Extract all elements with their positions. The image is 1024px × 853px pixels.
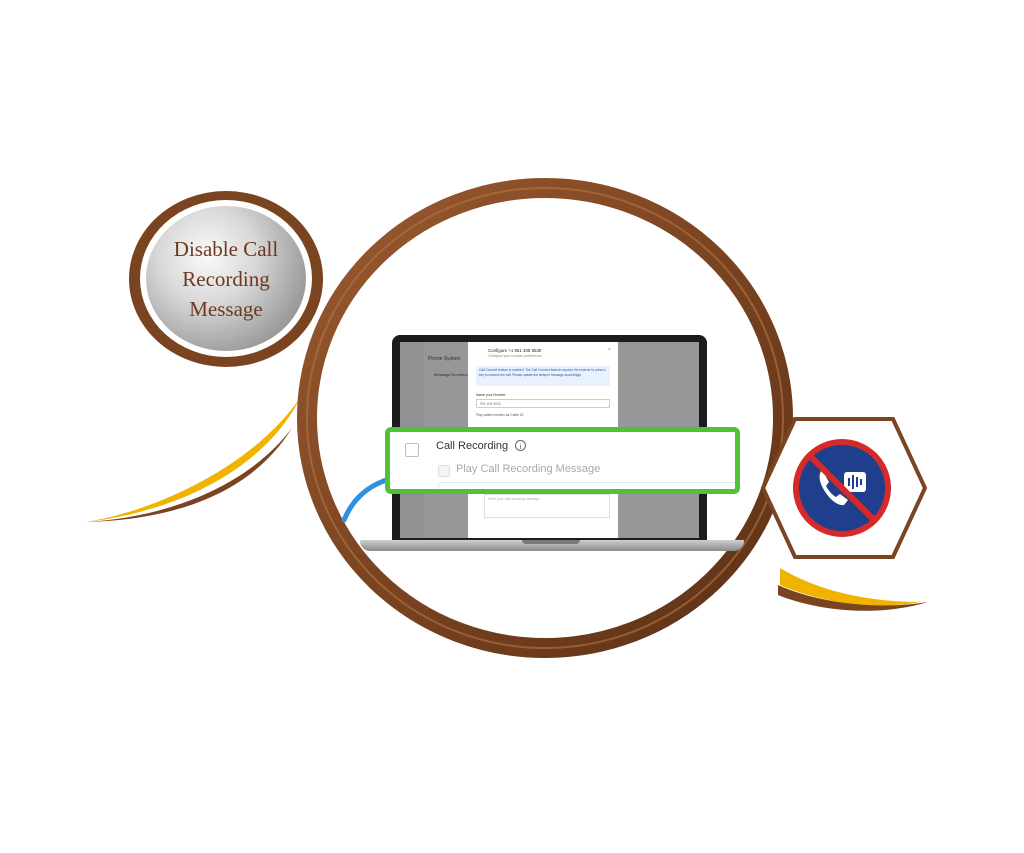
badge-line-2: Recording	[182, 266, 270, 291]
right-gold-swoosh	[780, 568, 920, 606]
zoom-callout: Call Recording i Play Call Recording Mes…	[385, 427, 740, 494]
phone-icon	[819, 470, 848, 506]
badge-line-3: Message	[189, 296, 263, 321]
recording-message-textarea[interactable]: Enter your call recording message	[484, 494, 610, 518]
laptop-base	[360, 540, 744, 551]
name-input[interactable]: 951 405 5530	[476, 399, 610, 408]
badge-title: Disable Call Recording Message	[156, 234, 296, 324]
badge-line-1: Disable Call	[173, 236, 279, 261]
info-banner: Call Connect feature is enabled. The Cal…	[476, 366, 610, 386]
call-recording-checkbox[interactable]	[405, 443, 419, 457]
app-card-title: Message Numbers	[434, 372, 468, 377]
call-recording-label: Call Recording	[436, 440, 509, 452]
recording-message-input[interactable]: Enter your call recording message	[438, 482, 735, 489]
info-icon[interactable]: i	[515, 440, 526, 451]
modal-title: Configure +1 951 405 5530	[488, 348, 542, 353]
modal-subtitle: Configure your number preferences	[488, 354, 542, 358]
name-label: Name your Number	[476, 393, 506, 397]
laptop-notch	[522, 540, 580, 544]
play-message-label: Play Call Recording Message	[456, 463, 601, 475]
app-header: Phone System	[428, 356, 461, 362]
badge-face: Disable Call Recording Message	[146, 206, 306, 351]
caller-id-checkbox[interactable]: Play called number as Caller ID	[476, 413, 524, 417]
close-icon[interactable]: ×	[608, 347, 611, 353]
prohibit-slash	[807, 453, 877, 523]
play-message-checkbox[interactable]	[438, 465, 450, 477]
